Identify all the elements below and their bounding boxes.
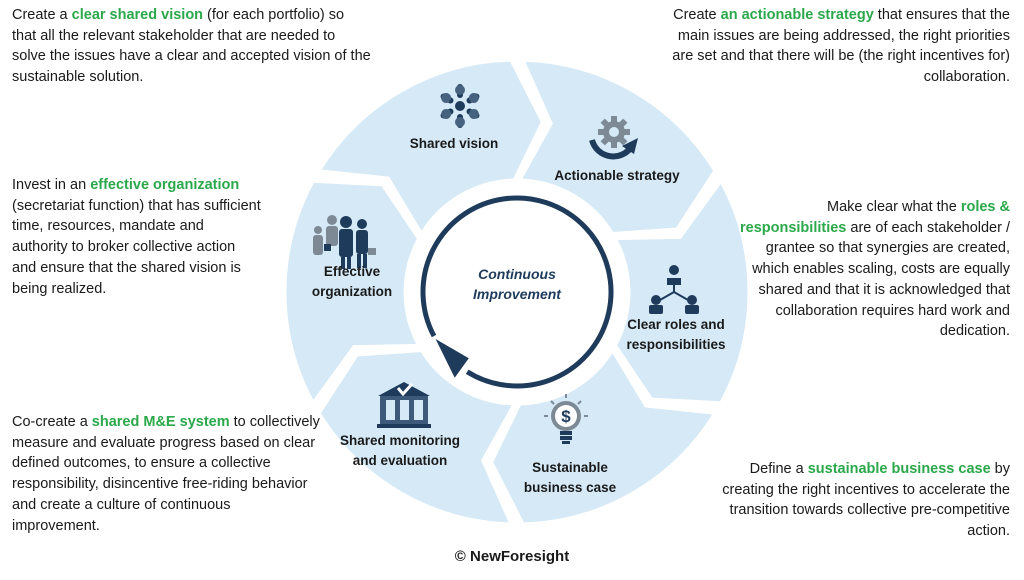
strategy-highlight: an actionable strategy	[720, 7, 874, 23]
segment-shared-monitoring	[317, 348, 517, 526]
checklist-building-icon	[377, 382, 431, 428]
center-label-line1: Continuous	[478, 266, 556, 282]
vision-highlight: clear shared vision	[71, 7, 204, 23]
segment-label-shared-monitoring: and evaluation	[353, 453, 448, 468]
segment-label-clear-roles: responsibilities	[626, 337, 725, 352]
segment-label-sustainable-business-case: business case	[524, 480, 617, 495]
strategy-description: Create an actionable strategy that ensur…	[672, 7, 1010, 86]
roles-description: Make clear what the roles & responsibili…	[740, 199, 1011, 340]
organization-highlight: effective organization	[90, 177, 240, 193]
me-highlight: shared M&E system	[91, 414, 230, 430]
dollar-bulb-icon: $	[544, 394, 588, 444]
segment-label-shared-vision: Shared vision	[410, 136, 499, 151]
segment-clear-roles	[612, 178, 751, 405]
copyright-notice: © NewForesight	[454, 548, 570, 565]
continuous-arrow	[420, 195, 614, 389]
vision-description: Create a clear shared vision (for each p…	[12, 7, 371, 86]
segment-label-actionable-strategy: Actionable strategy	[554, 168, 680, 183]
business-highlight: sustainable business case	[807, 461, 991, 477]
roles-highlight: roles & responsibilities	[740, 199, 1010, 236]
me-description: Co-create a shared M&E system to collect…	[12, 414, 320, 534]
org-chart-icon	[649, 265, 699, 314]
segment-label-clear-roles: Clear roles and	[627, 317, 725, 332]
hands-circle-icon	[440, 84, 480, 128]
segment-label-sustainable-business-case: Sustainable	[532, 460, 608, 475]
business-description: Define a sustainable business case by cr…	[722, 461, 1010, 540]
segment-label-shared-monitoring: Shared monitoring	[340, 433, 460, 448]
segment-shared-vision	[316, 58, 545, 237]
segment-label-effective-organization: organization	[312, 284, 392, 299]
team-people-icon	[313, 215, 376, 269]
svg-text:$: $	[561, 407, 571, 426]
segment-sustainable-business-case	[489, 347, 718, 526]
center-label-line2: Improvement	[473, 286, 562, 302]
organization-description: Invest in an effective organization (sec…	[12, 177, 261, 297]
segment-label-effective-organization: Effective	[324, 264, 381, 279]
segment-actionable-strategy	[517, 58, 717, 236]
